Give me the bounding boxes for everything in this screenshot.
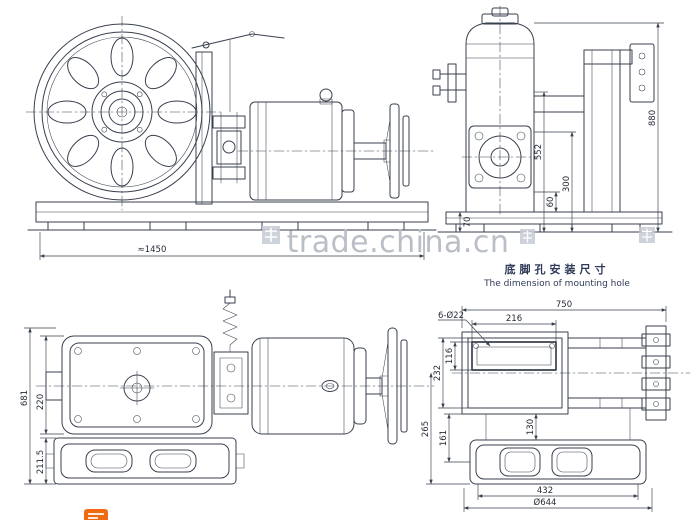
caption-english: The dimension of mounting hole [483,279,630,289]
dim-housing-width: 220 [36,335,64,435]
dim-label-211-5: 211.5 [36,450,46,474]
watermark-text: trade.china.cn [287,225,510,260]
dim-label-1450: ≈1450 [138,245,167,255]
dim-label-116: 116 [445,348,455,364]
dim-label-O644: Ø644 [534,497,557,508]
dim-label-6xO22: 6-Ø22 [438,310,464,321]
dim-column-height: 300 [534,131,576,233]
dim-overall-height: 880 [534,22,664,233]
dim-label-681: 681 [20,390,30,406]
brake-stand [191,31,285,205]
end-view: 880 552 300 60 70 [432,5,673,233]
dim-label-216: 216 [506,314,522,324]
dim-upper-height: 552 [534,91,548,233]
dim-label-232: 232 [433,365,443,381]
dim-label-750: 750 [556,300,572,310]
watermark-stamp-icon [639,227,655,243]
side-view: ≈1450 [25,15,437,260]
dim-pad-offset: 161 [439,413,470,463]
traction-sheave-wheel [33,23,211,201]
dim-label-70: 70 [463,217,473,228]
dim-sheave-diameter: Ø644 [463,488,653,512]
mounting-pads [469,439,647,485]
brake-top [213,289,249,415]
partial-watermark-logo-icon [84,509,108,520]
caption: 底脚孔安装尺寸 The dimension of mounting hole [483,262,630,289]
dim-label-432: 432 [537,486,553,496]
dim-label-552: 552 [534,144,544,160]
dim-base-width: 211.5 [36,437,56,485]
brake-assembly [212,111,246,184]
watermark: trade.china.cn [262,225,655,260]
output-shaft-handwheel [353,103,410,199]
top-bracket [583,43,655,103]
motor-top [251,337,383,435]
handwheel-top [379,327,408,445]
dim-hole-span: 432 [477,484,639,500]
base-frame-top [45,437,245,485]
dim-plan-overall-width: 681 [20,327,56,485]
caption-chinese: 底脚孔安装尺寸 [505,262,610,276]
dim-label-880: 880 [648,110,658,126]
dim-base-height: 70 [458,211,473,233]
dim-step-height: 60 [534,191,560,213]
hole-callout: 6-Ø22 [438,310,491,347]
end-bracket [641,325,671,421]
dim-mounting-overall-length: 750 [461,300,667,328]
anchor-studs [432,63,467,103]
support-column [583,49,621,213]
dim-label-161: 161 [439,430,449,446]
end-base [437,211,673,233]
lifting-eye [319,88,333,105]
watermark-stamp-icon [262,226,280,244]
dim-pocket-length: 216 [471,314,557,342]
mounting-hole-view: 750 216 6-Ø22 116 232 265 [421,300,691,512]
dim-overall-length: ≈1450 [39,232,425,260]
dim-label-265: 265 [421,421,431,437]
motor-body [249,88,355,201]
dim-label-130: 130 [526,419,536,435]
plan-view: 681 220 211.5 [20,289,435,485]
dim-label-300: 300 [562,176,572,192]
dim-lower-width: 265 [421,372,470,485]
dim-label-60: 60 [546,197,556,208]
dim-gap-height: 130 [526,413,538,441]
gearbox-housing-top [61,335,213,435]
dim-frame-width: 232 [433,337,468,409]
dim-pocket-width: 116 [445,341,472,371]
dim-label-220: 220 [36,394,46,410]
watermark-stamp-icon [520,229,535,244]
upper-frame [461,331,647,415]
shaft-flange [461,125,539,189]
